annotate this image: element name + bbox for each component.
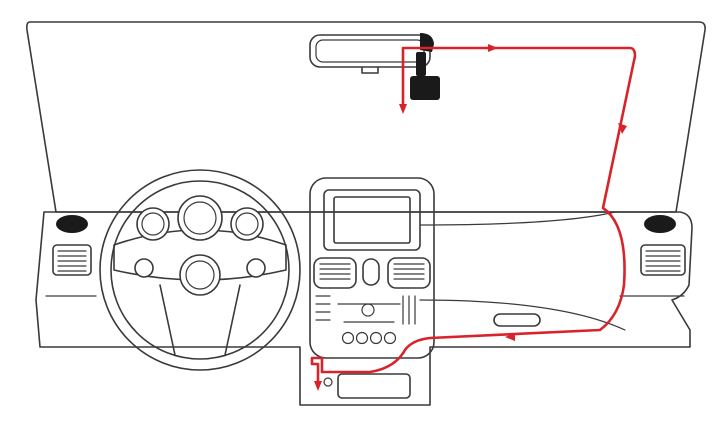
arrow-icon [505, 333, 515, 341]
dash-camera-icon [410, 33, 440, 100]
arrow-icon [314, 381, 322, 391]
rearview-mirror [309, 34, 431, 74]
right-air-vent [640, 215, 686, 276]
dashboard [35, 211, 693, 406]
arrow-icon [618, 123, 627, 134]
left-air-vent [52, 215, 92, 276]
glovebox-handle [493, 313, 541, 327]
center-console [309, 177, 435, 399]
cable-route [310, 46, 637, 387]
arrow-icon [399, 104, 407, 114]
steering-wheel [99, 169, 301, 371]
arrow-icon [488, 44, 498, 52]
windshield [26, 21, 706, 213]
